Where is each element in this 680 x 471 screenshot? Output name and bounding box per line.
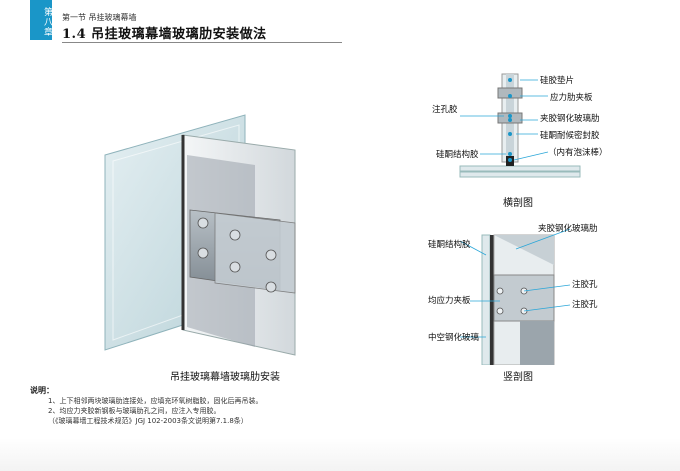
vs-label-injection-1: 注胶孔	[572, 280, 598, 290]
glass-fin-3d-illustration	[104, 114, 296, 356]
vs-label-injection-2: 注胶孔	[572, 300, 598, 310]
vertical-section-drawing	[459, 228, 571, 365]
section-subtitle: 第一节 吊挂玻璃幕墙	[62, 13, 137, 22]
chapter-tab: 第八章	[30, 0, 52, 40]
vertical-section-caption: 竖剖图	[503, 372, 533, 383]
vs-label-laminated: 夹胶钢化玻璃肋	[538, 224, 598, 234]
label-injection: 注孔胶	[432, 105, 458, 115]
notes-title: 说明：	[30, 386, 54, 395]
page-bottom-strip	[0, 438, 680, 471]
title-rule	[62, 42, 342, 43]
vs-label-hollow-glass: 中空钢化玻璃	[428, 333, 480, 343]
label-clamp: 应力肋夹板	[550, 93, 593, 103]
vs-label-clamp: 均应力夹板	[428, 296, 471, 306]
cross-section-drawing	[459, 73, 581, 178]
label-laminated-fin: 夹胶钢化玻璃肋	[540, 114, 600, 124]
label-structural: 硅酮结构胶	[436, 150, 479, 160]
note-item: 2、均应力夹胶新钢板与玻璃肋孔之间，应注入专用胶。	[48, 407, 221, 415]
cross-section-caption: 横剖图	[503, 198, 533, 209]
note-item: （《玻璃幕墙工程技术规范》JGJ 102-2003条文说明第7.1.8条）	[48, 417, 248, 425]
label-sealant: 硅酮耐候密封胶	[540, 131, 600, 141]
figure-caption-3d: 吊挂玻璃幕墙玻璃肋安装	[170, 372, 280, 383]
section-title: 1.4 吊挂玻璃幕墙玻璃肋安装做法	[62, 27, 267, 42]
label-foam: （内有泡沫棒）	[548, 148, 608, 158]
vs-label-structural: 硅酮结构胶	[428, 240, 471, 250]
label-pad: 硅胶垫片	[540, 76, 575, 86]
note-item: 1、上下相邻两块玻璃肋连接处，应填充环氧树脂胶，固化后再吊装。	[48, 397, 263, 405]
